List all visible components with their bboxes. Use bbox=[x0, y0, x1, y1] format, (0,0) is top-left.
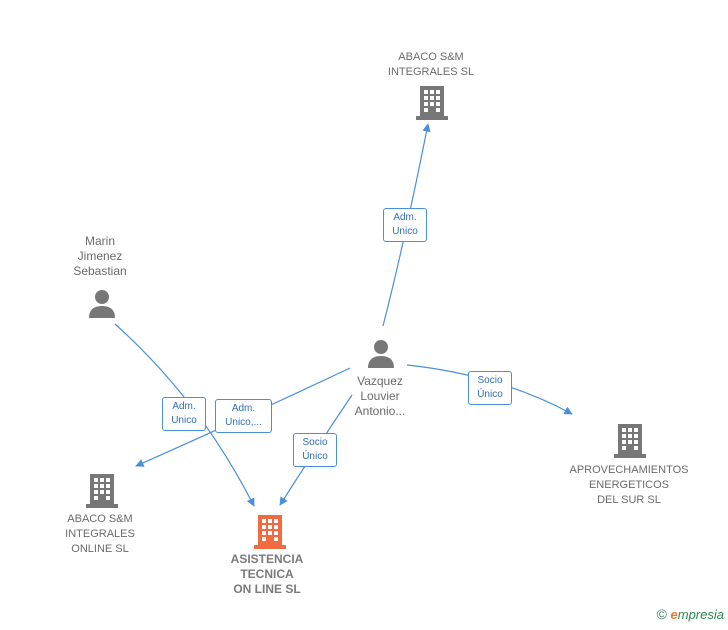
person-icon[interactable] bbox=[87, 288, 117, 318]
brand-name: mpresia bbox=[677, 607, 724, 622]
building-icon[interactable] bbox=[86, 472, 118, 508]
person-icon[interactable] bbox=[366, 338, 396, 368]
edge-tag-socio-unico[interactable]: Socio Único bbox=[293, 433, 337, 467]
building-icon[interactable] bbox=[416, 84, 448, 120]
edge-tag-socio-unico[interactable]: Socio Único bbox=[468, 371, 512, 405]
node-label-abaco-online[interactable]: ABACO S&M INTEGRALES ONLINE SL bbox=[65, 513, 135, 555]
copyright-icon: © bbox=[656, 606, 667, 622]
edge-tag-adm-unico[interactable]: Adm. Unico bbox=[162, 397, 206, 431]
node-label-abaco-integrales-sl[interactable]: ABACO S&M INTEGRALES SL bbox=[387, 51, 475, 78]
node-label-marin[interactable]: Marin Jimenez Sebastian bbox=[73, 234, 127, 278]
edge-tag-adm-unico[interactable]: Adm. Unico bbox=[383, 208, 427, 242]
brand-footer: © empresia bbox=[657, 606, 724, 622]
node-label-aprovechamientos[interactable]: APROVECHAMIENTOS ENERGETICOS DEL SUR SL bbox=[569, 464, 689, 506]
brand-logo-e: e bbox=[670, 607, 678, 622]
node-label-asistencia[interactable]: ASISTENCIA TECNICA ON LINE SL bbox=[230, 552, 304, 596]
edge-tag-adm-unico[interactable]: Adm. Unico,... bbox=[215, 399, 272, 433]
building-icon[interactable] bbox=[254, 513, 286, 549]
node-label-vazquez[interactable]: Vazquez Louvier Antonio... bbox=[354, 374, 406, 418]
building-icon[interactable] bbox=[614, 422, 646, 458]
